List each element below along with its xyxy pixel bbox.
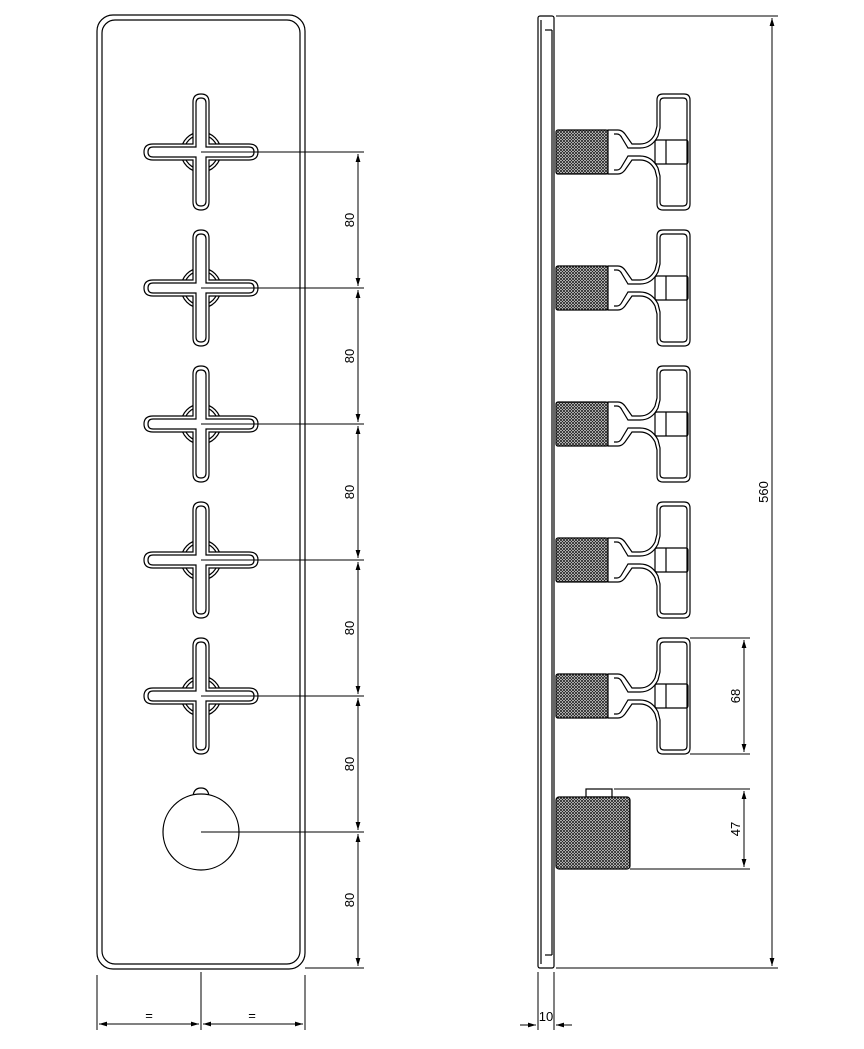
handle-depth-label: 68	[728, 689, 743, 703]
width-equal-left: =	[145, 1008, 153, 1023]
t-handle	[555, 637, 691, 755]
handle-depth-dimension	[690, 637, 750, 755]
width-equal-right: =	[248, 1008, 256, 1023]
t-handles	[555, 93, 691, 755]
spacing-label: 80	[342, 757, 357, 771]
front-view	[96, 14, 306, 970]
spacing-label: 80	[342, 485, 357, 499]
t-handle	[555, 93, 691, 211]
spacing-label: 80	[342, 893, 357, 907]
front-plate-inner	[101, 19, 301, 965]
leader-lines	[201, 151, 364, 969]
total-height-label: 560	[756, 481, 771, 503]
front-plate-outer	[96, 14, 306, 970]
knurled-knob	[555, 788, 631, 870]
spacing-label: 80	[342, 621, 357, 635]
t-handle	[555, 229, 691, 347]
knob-depth-dimension	[614, 788, 750, 870]
plate-thickness-dimension	[520, 972, 572, 1030]
spacing-label: 80	[342, 213, 357, 227]
total-height-dimension	[556, 15, 778, 969]
t-handle	[555, 365, 691, 483]
knob-depth-label: 47	[728, 822, 743, 836]
spacing-labels: 80 80 80 80 80 80	[342, 213, 357, 907]
side-plate	[537, 15, 555, 969]
spacing-label: 80	[342, 349, 357, 363]
t-handle	[555, 501, 691, 619]
round-knob	[162, 787, 240, 871]
plate-thickness-label: 10	[539, 1009, 553, 1024]
width-dimension	[96, 972, 306, 1030]
side-view	[537, 15, 691, 969]
